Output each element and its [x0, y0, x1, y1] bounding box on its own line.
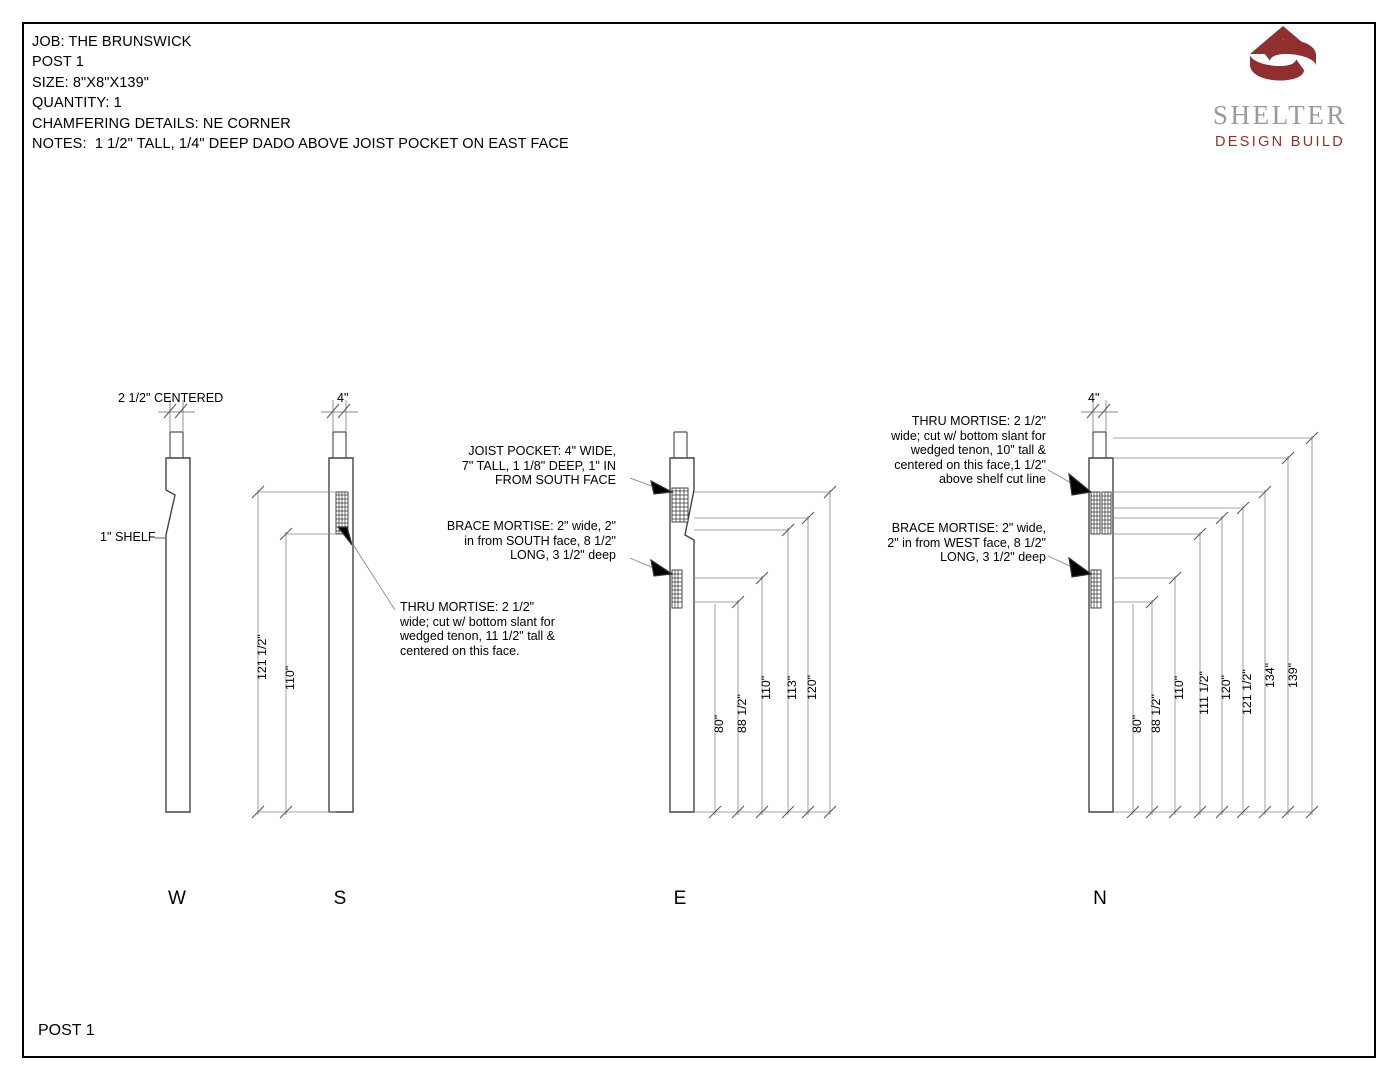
- title-block: JOB: THE BRUNSWICK POST 1 SIZE: 8"X8"X13…: [32, 32, 852, 154]
- dimension-north-7: 139": [1286, 662, 1300, 688]
- view-east-geometry: [629, 431, 837, 819]
- view-west-geometry: [155, 400, 195, 813]
- dimension-north-4: 120": [1219, 674, 1233, 700]
- logo-wordmark: SHELTER: [1212, 100, 1348, 130]
- dimension-east-2: 110": [759, 675, 773, 700]
- dimension-south-0: 121 1/2": [255, 634, 269, 680]
- titleblock-chamfering: CHAMFERING DETAILS: NE CORNER: [32, 115, 291, 132]
- annotation-south-tenon: 4": [337, 391, 349, 405]
- annotation-south-thru-mortise: THRU MORTISE: 2 1/2" wide; cut w/ bottom…: [400, 600, 556, 658]
- view-label-east: E: [673, 888, 687, 909]
- titleblock-size: SIZE: 8"X8"X139": [32, 74, 149, 91]
- annotation-north-tenon: 4": [1088, 391, 1100, 405]
- dimension-north-3: 111 1/2": [1197, 671, 1211, 715]
- dimension-east-3: 113": [785, 675, 799, 700]
- company-logo: SHELTER DESIGN BUILD: [1190, 24, 1370, 150]
- view-north-geometry: [1047, 400, 1319, 819]
- annotation-north-thru-mortise: THRU MORTISE: 2 1/2" wide; cut w/ bottom…: [891, 414, 1046, 486]
- view-label-west: W: [168, 888, 186, 909]
- dimension-east-1: 88 1/2": [735, 694, 749, 733]
- titleblock-quantity: QUANTITY: 1: [32, 95, 122, 112]
- view-south-geometry: [251, 400, 396, 819]
- dimension-south-1: 110": [283, 665, 297, 690]
- titleblock-notes: NOTES: 1 1/2" TALL, 1/4" DEEP DADO ABOVE…: [32, 136, 569, 153]
- dimension-north-2: 110": [1172, 675, 1186, 700]
- annotation-east-brace-mortise: BRACE MORTISE: 2" wide, 2" in from SOUTH…: [446, 519, 616, 562]
- titleblock-post: POST 1: [32, 54, 84, 71]
- annotation-east-joist-pocket: JOIST POCKET: 4" WIDE, 7" TALL, 1 1/8" D…: [461, 444, 616, 487]
- dimension-north-0: 80": [1130, 714, 1144, 733]
- sheet-border: [22, 22, 1376, 1058]
- annotation-north-brace-mortise: BRACE MORTISE: 2" wide, 2" in from WEST …: [887, 521, 1046, 564]
- view-label-north: N: [1093, 888, 1107, 909]
- dimension-east-0: 80": [712, 714, 726, 733]
- dimension-north-6: 134": [1263, 662, 1277, 688]
- sheet-footer-label: POST 1: [38, 1022, 95, 1039]
- dimension-north-1: 88 1/2": [1149, 694, 1163, 733]
- dimension-north-5: 121 1/2": [1240, 669, 1254, 715]
- titleblock-job: JOB: THE BRUNSWICK: [32, 34, 192, 50]
- shelter-s-roof-icon: [1250, 26, 1316, 81]
- annotation-west-tenon: 2 1/2" CENTERED: [118, 391, 224, 405]
- logo-tagline: DESIGN BUILD: [1215, 134, 1345, 150]
- view-label-south: S: [333, 888, 347, 909]
- dimension-east-4: 120": [805, 674, 819, 700]
- annotation-west-shelf: 1" SHELF: [100, 530, 156, 544]
